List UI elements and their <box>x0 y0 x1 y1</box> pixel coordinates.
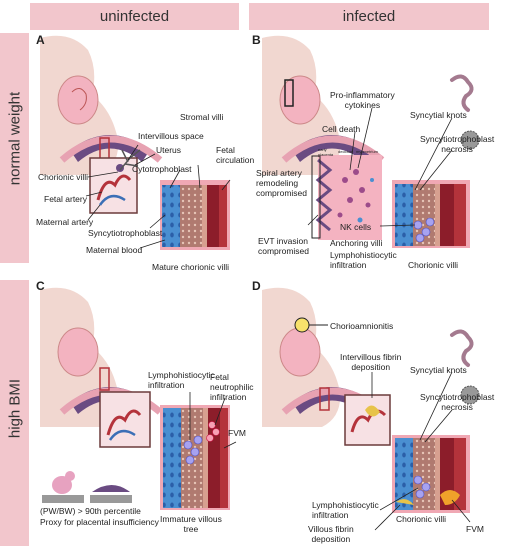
header-uninfected: uninfected <box>30 3 239 30</box>
label-villous-fibrin: Villous fibrin deposition <box>308 524 354 544</box>
label-maternal-artery: Maternal artery <box>36 217 94 227</box>
fetus-c <box>57 327 99 377</box>
baby-icon-c <box>52 476 72 494</box>
label-chorioamnionitis: Chorioamnionitis <box>330 321 394 331</box>
label-fetal-circulation: Fetal circulation <box>216 145 255 165</box>
uterus-wall-a <box>59 135 163 163</box>
label-maternal-blood: Maternal blood <box>86 245 143 255</box>
label-myometrium: myometrium <box>356 149 379 154</box>
label-cytotrophoblast: Cytotrophoblast <box>132 164 192 174</box>
label-lymphohistiocytic-b: Lymphohistiocytic infiltration <box>330 250 397 270</box>
label-lymphohistiocytic-d: Lymphohistiocytic infiltration <box>312 500 379 520</box>
label-evt-invasion: EVT invasion compromised <box>258 236 310 256</box>
scale-left-c <box>42 495 84 503</box>
label-stromal-villi: Stromal villi <box>180 112 224 122</box>
header-infected: infected <box>249 3 489 30</box>
label-pro-inflammatory-cytokines: Pro-inflammatory cytokines <box>330 90 395 110</box>
label-fvm-c: FVM <box>228 428 246 438</box>
fetus-a <box>57 75 99 125</box>
panel-letter-a: A <box>36 33 45 47</box>
fetus-b <box>279 75 321 125</box>
label-uterus: Uterus <box>156 145 182 155</box>
label-syncytiotrophoblast-a: Syncytiotrophoblast <box>88 228 163 238</box>
scale-right-c <box>90 495 132 503</box>
row-bar-high-bmi <box>0 280 29 546</box>
necrosis-icon-d <box>460 385 480 405</box>
label-chorionic-villi-a: Chorionic villi <box>38 172 89 182</box>
label-immature-villous-tree: Immature villous tree <box>160 514 222 534</box>
label-lymphohistiocytic-c: Lymphohistiocytic infiltration <box>148 370 215 390</box>
fetus-d <box>279 327 321 377</box>
highlight-box-b <box>284 79 294 107</box>
label-chorionic-villi-d: Chorionic villi <box>396 514 447 524</box>
placenta-icon-c <box>92 485 130 492</box>
label-mature-chorionic-villi: Mature chorionic villi <box>152 262 229 272</box>
necrosis-icon-b <box>460 130 480 150</box>
label-fetal-neutrophilic: Fetal neutrophilic infiltration <box>210 372 254 402</box>
label-fvm-d: FVM <box>466 524 484 534</box>
label-intervillous-fibrin: Intervillous fibrin deposition <box>340 352 402 372</box>
label-syncytiotrophoblast-necrosis-d: Syncytiotrophoblast necrosis <box>420 392 495 412</box>
label-syncytial-knots-b: Syncytial knots <box>410 110 467 120</box>
villi-tree-a <box>119 149 141 171</box>
syncytial-knots-icon-d <box>450 329 474 367</box>
label-syncytial-knots-d: Syncytial knots <box>410 365 467 375</box>
label-spiral-artery-remodeling: Spiral artery remodeling compromised <box>256 168 308 198</box>
chorioamnionitis-marker-d <box>294 317 310 333</box>
label-nk-cells: NK cells <box>340 222 372 232</box>
label-early-placenta: early placenta <box>318 147 334 157</box>
label-syncytiotrophoblast-necrosis-b: Syncytiotrophoblast necrosis <box>420 134 495 154</box>
panel-letter-b: B <box>252 33 261 47</box>
label-intervillous-space: Intervillous space <box>138 131 204 141</box>
panel-b-art <box>262 35 480 248</box>
label-proxy-placental-insufficiency: Proxy for placental insufficiency <box>40 517 159 527</box>
syncytial-knots-icon-b <box>450 74 474 112</box>
panel-letter-d: D <box>252 279 261 293</box>
label-anchoring-villi: Anchoring villi <box>330 238 383 248</box>
label-decidua: decidua <box>338 149 353 154</box>
label-cell-death: Cell death <box>322 124 361 134</box>
panel-letter-c: C <box>36 279 45 293</box>
panel-d-art <box>262 287 480 531</box>
panel-a-art <box>40 35 231 250</box>
label-fetal-artery: Fetal artery <box>44 194 87 204</box>
label-pwbw: (PW/BW) > 90th percentile <box>40 506 141 516</box>
panel-c-art <box>40 287 237 510</box>
label-chorionic-villi-b: Chorionic villi <box>408 260 459 270</box>
row-bar-normal-weight <box>0 33 29 263</box>
